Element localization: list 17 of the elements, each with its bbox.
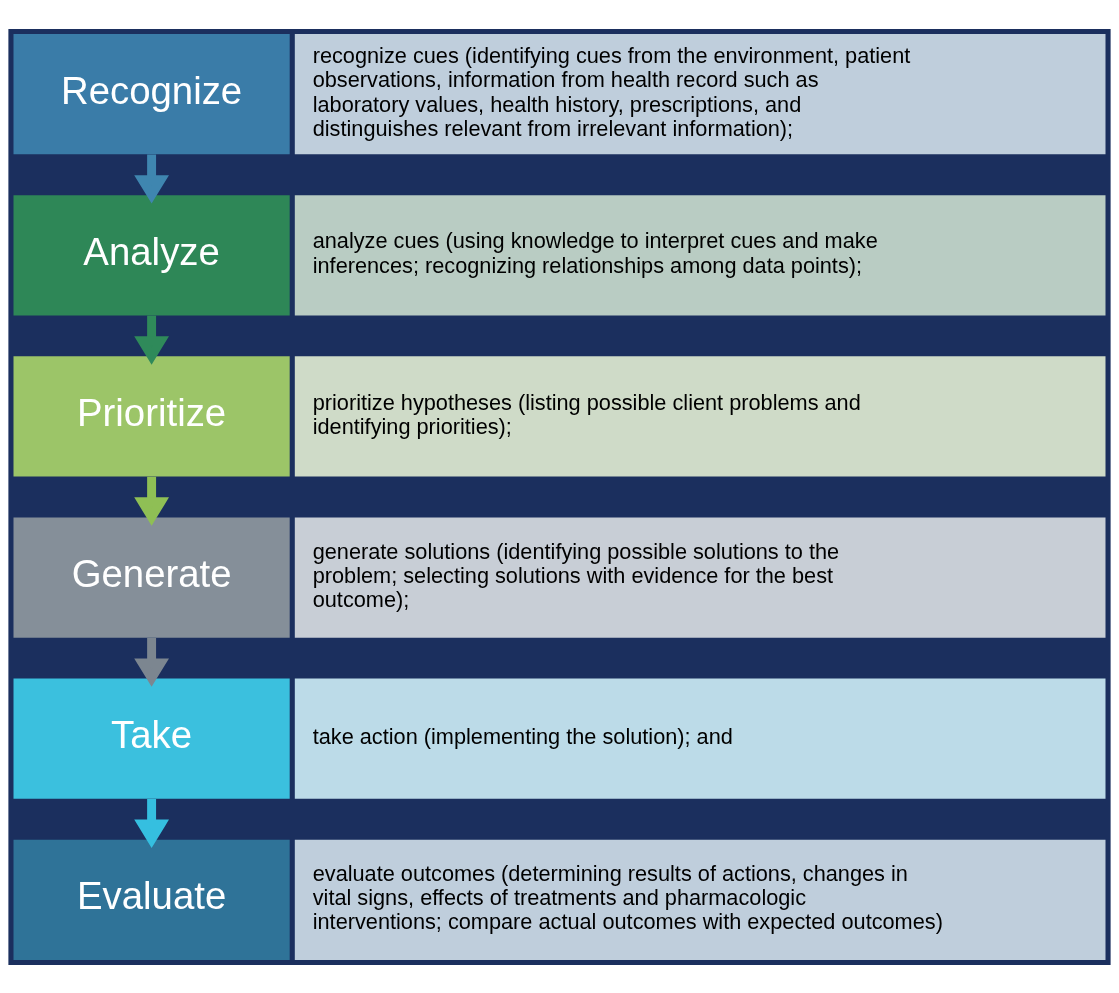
node-box: generate solutions (identifying possible solutions to the problem; selecting solutions with evidence for the best outcome); — [294, 516, 1106, 638]
node-box: Generate — [13, 516, 290, 638]
node-box: Take — [13, 678, 290, 799]
arrow — [134, 798, 169, 848]
arrow — [134, 476, 169, 526]
node-box: take action (implementing the solution); and — [294, 678, 1106, 799]
node-box: Recognize — [13, 33, 290, 154]
node-box: Analyze — [13, 194, 290, 315]
node-box: recognize cues (identifying cues from the environment, patient observations, information from health record such as laboratory values, health history, prescriptions, and distinguishes relevant from irrelevant information); — [294, 33, 1106, 154]
arrow — [134, 154, 169, 204]
arrow — [134, 637, 169, 687]
node-box: analyze cues (using knowledge to interpret cues and make inferences; recognizing relationships among data points); — [294, 194, 1106, 315]
arrow — [134, 315, 169, 365]
node-box: evaluate outcomes (determining results of actions, changes in vital signs, effects of treatments and pharmacologic interventions; compare actual outcomes with expected outcomes) — [294, 839, 1106, 960]
node-box: Evaluate — [13, 839, 290, 960]
node-box: prioritize hypotheses (listing possible client problems and identifying priorities); — [294, 355, 1106, 477]
node-box: Prioritize — [13, 355, 290, 477]
